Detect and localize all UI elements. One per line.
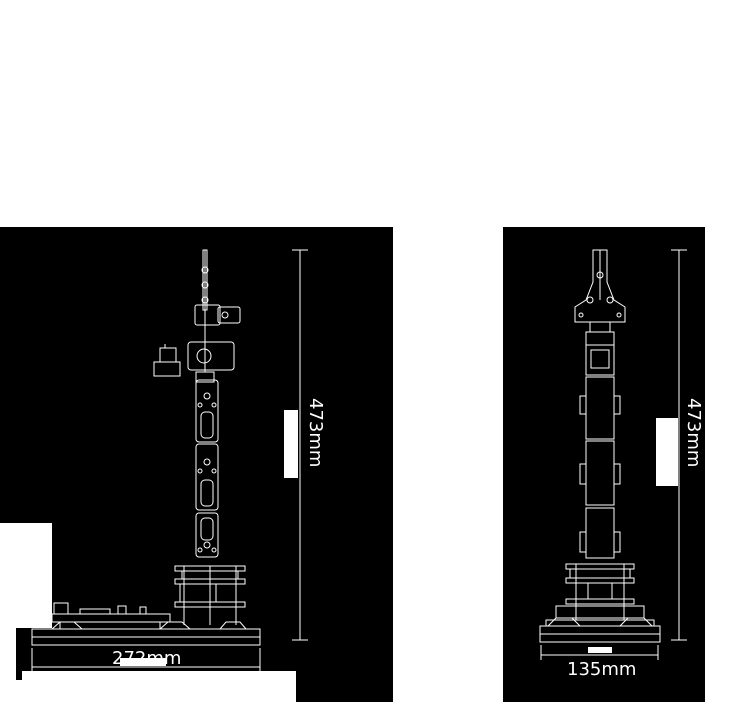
side-view-width-dimension — [31, 648, 261, 672]
front-view-width-dimension — [540, 645, 659, 660]
front-view-panel: 473mm 135mm — [503, 227, 705, 702]
side-view-robot-arm — [31, 249, 261, 646]
front-width-label-highlight — [588, 647, 612, 653]
front-height-label-highlight — [656, 418, 678, 486]
side-height-label-highlight — [284, 410, 298, 478]
side-view-height-dimension — [292, 249, 308, 641]
front-view-robot-arm — [539, 249, 661, 643]
side-view-panel: 473mm 272mm — [0, 227, 393, 702]
front-view-height-dimension — [671, 249, 687, 641]
front-width-label: 135mm — [567, 659, 636, 680]
side-height-label: 473mm — [305, 398, 326, 467]
front-height-label: 473mm — [683, 398, 704, 467]
side-width-label-highlight — [120, 658, 166, 666]
